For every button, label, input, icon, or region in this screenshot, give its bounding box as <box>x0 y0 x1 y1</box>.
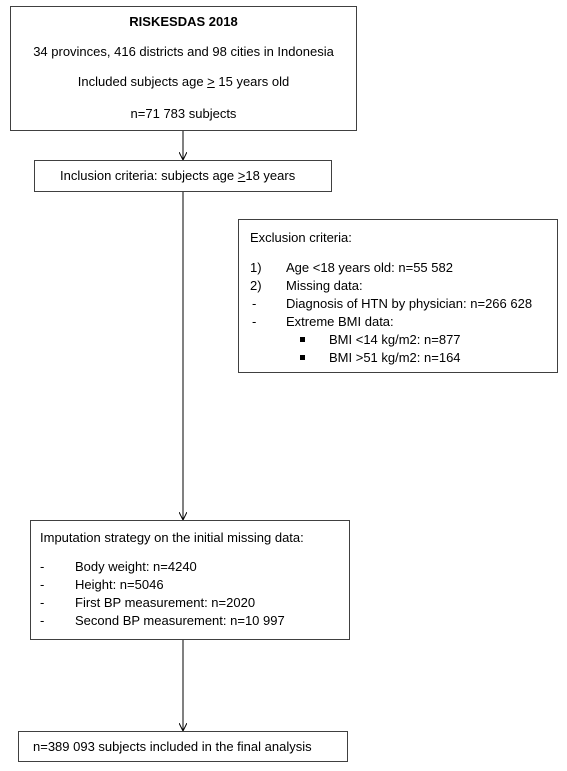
imputation-item-marker: - <box>40 613 45 628</box>
imputation-item-marker: - <box>40 577 45 592</box>
imputation-item-height: Height: n=5046 <box>75 577 164 592</box>
imputation-item-marker: - <box>40 559 45 574</box>
imputation-item-first-bp: First BP measurement: n=2020 <box>75 595 256 610</box>
exclusion-item-age: Age <18 years old: n=55 582 <box>286 260 453 275</box>
final-analysis-count: n=389 093 subjects included in the final… <box>33 739 312 754</box>
imputation-item-marker: - <box>40 595 45 610</box>
source-age-criterion: Included subjects age > 15 years old <box>11 74 356 90</box>
exclusion-item-missing: Missing data: <box>286 278 363 293</box>
exclusion-subitem-bmi-low: BMI <14 kg/m2: n=877 <box>329 332 461 347</box>
source-box: RISKESDAS 2018 34 provinces, 416 distric… <box>10 6 357 131</box>
exclusion-box: Exclusion criteria: 1) Age <18 years old… <box>238 219 558 373</box>
greater-equal-symbol: > <box>207 74 215 89</box>
bullet-square-icon <box>300 355 305 360</box>
exclusion-item-marker: - <box>252 296 257 311</box>
final-box: n=389 093 subjects included in the final… <box>18 731 348 762</box>
exclusion-item-marker: 2) <box>250 278 262 293</box>
exclusion-item-marker: 1) <box>250 260 262 275</box>
inclusion-box: Inclusion criteria: subjects age >18 yea… <box>34 160 332 192</box>
exclusion-title: Exclusion criteria: <box>250 230 352 245</box>
source-scope: 34 provinces, 416 districts and 98 citie… <box>33 44 334 59</box>
imputation-item-second-bp: Second BP measurement: n=10 997 <box>75 613 285 628</box>
inclusion-criteria: Inclusion criteria: subjects age >18 yea… <box>60 168 295 184</box>
exclusion-item-bmi: Extreme BMI data: <box>286 314 394 329</box>
source-count: n=71 783 subjects <box>130 106 237 121</box>
imputation-box: Imputation strategy on the initial missi… <box>30 520 350 640</box>
exclusion-subitem-bmi-high: BMI >51 kg/m2: n=164 <box>329 350 461 365</box>
bullet-square-icon <box>300 337 305 342</box>
source-title: RISKESDAS 2018 <box>129 14 238 29</box>
greater-equal-symbol: > <box>237 168 246 183</box>
exclusion-item-marker: - <box>252 314 257 329</box>
inclusion-prefix: Inclusion criteria: subjects age <box>60 168 238 183</box>
source-age-suffix: 15 years old <box>214 74 290 89</box>
imputation-title: Imputation strategy on the initial missi… <box>40 530 304 545</box>
inclusion-suffix: 18 years <box>245 168 296 183</box>
exclusion-item-htn: Diagnosis of HTN by physician: n=266 628 <box>286 296 533 311</box>
source-age-prefix: Included subjects age <box>77 74 208 89</box>
imputation-item-weight: Body weight: n=4240 <box>75 559 197 574</box>
